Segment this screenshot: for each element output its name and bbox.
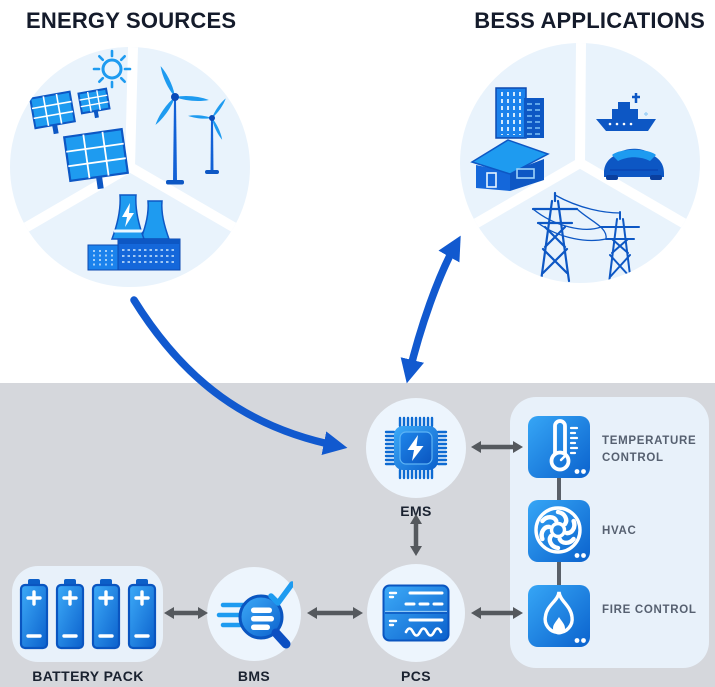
- connector-temp-hvac: [557, 478, 561, 500]
- ship-icon: [596, 93, 656, 131]
- energy-sources-graphic: [22, 47, 238, 271]
- pcs-node: [367, 564, 465, 662]
- flame-icon: [543, 591, 586, 643]
- bess-applications-title: BESS APPLICATIONS: [474, 8, 705, 33]
- power-converter-icon: [382, 584, 450, 642]
- battery-cell-icon: [91, 579, 120, 650]
- wind-turbines-icon: [155, 66, 226, 185]
- segment-dividers: [472, 43, 688, 229]
- arrow-pcs-firecontrol: [471, 607, 523, 619]
- temperature-control-tile: [528, 416, 590, 478]
- bess-applications-graphic: [470, 43, 688, 283]
- fire-control-tile: [528, 585, 590, 647]
- temperature-control-label: TEMPERATURE CONTROL: [602, 435, 697, 464]
- buildings-icon: [495, 87, 544, 139]
- ems-label: EMS: [400, 503, 432, 519]
- solar-panels-icon: [29, 87, 130, 190]
- bess-applications-circle: [460, 43, 700, 283]
- battery-cell-icon: [19, 579, 48, 650]
- battery-pack-box: [12, 566, 163, 662]
- car-icon: [604, 148, 664, 180]
- transmission-towers-icon: [531, 191, 640, 283]
- arrow-battery-bms: [164, 607, 208, 619]
- fan-icon: [534, 506, 586, 558]
- arrow-ems-pcs: [410, 514, 422, 556]
- ems-node: [366, 398, 466, 498]
- power-plant-icon: [87, 194, 181, 271]
- fire-control-label: FIRE CONTROL: [602, 604, 697, 616]
- arrow-bms-pcs: [307, 607, 363, 619]
- bms-node: [207, 567, 301, 661]
- chip-lightning-icon: [384, 416, 448, 480]
- energy-sources-circle: [10, 47, 250, 287]
- hvac-tile: [528, 500, 590, 562]
- bms-label: BMS: [237, 668, 271, 684]
- sun-icon: [92, 49, 132, 89]
- segment-dividers: [22, 47, 238, 233]
- arrow-ems-tempcontrol: [471, 441, 523, 453]
- safety-controls-panel: TEMPERATURE CONTROL HVAC FIRE CONTROL: [510, 397, 709, 668]
- pcs-label: PCS: [401, 668, 431, 684]
- battery-cell-icon: [55, 579, 84, 650]
- energy-sources-title: ENERGY SOURCES: [26, 8, 237, 33]
- battery-inspect-icon: [216, 581, 293, 649]
- arrow-system-to-applications: [400, 235, 461, 384]
- connector-hvac-fire: [557, 562, 561, 585]
- battery-pack-label: BATTERY PACK: [32, 668, 144, 684]
- thermometer-icon: [549, 419, 586, 474]
- hvac-label: HVAC: [602, 525, 637, 537]
- house-icon: [470, 139, 550, 191]
- battery-cell-icon: [127, 579, 156, 650]
